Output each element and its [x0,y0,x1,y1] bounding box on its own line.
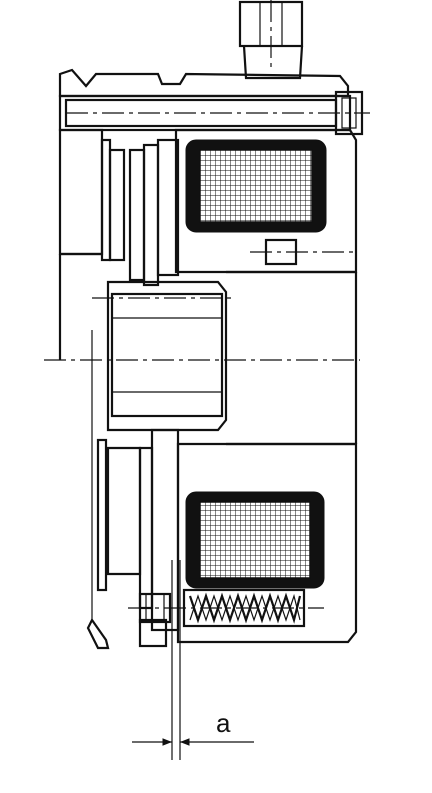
adjusting-screw [138,592,172,624]
hub [92,280,236,432]
armature-disc-upper [100,138,180,287]
magnet-housing-upper [174,128,358,274]
gap-dimension: a [132,708,254,746]
dimension-label-a: a [216,708,231,738]
magnet-housing-lower [176,442,358,644]
mounting-bolt [64,90,370,136]
hex-fitting [238,0,304,80]
bore [226,270,358,446]
air-gap-lines [171,560,181,760]
friction-lining [86,438,154,650]
mounting-flange-upper [58,128,104,360]
compression-spring [128,592,324,624]
